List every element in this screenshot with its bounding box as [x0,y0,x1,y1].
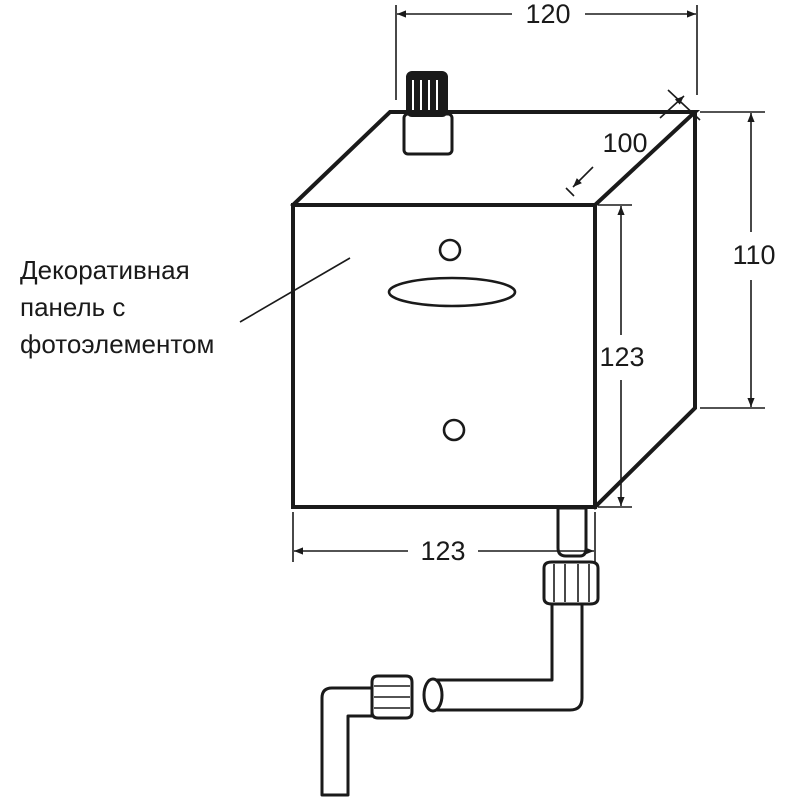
top-face [290,110,701,208]
callout-line-2: панель с [20,292,125,322]
sensor-window-group [387,238,517,442]
front-panel [291,203,597,509]
photo-sensor-window [387,276,517,308]
dimension-depth: 100 [565,89,701,197]
callout-line-1: Декоративная [20,255,190,285]
dimension-label-depth: 100 [602,128,647,158]
lower-indicator-hole [442,418,466,442]
dimension-label-bottom-width: 123 [420,536,465,566]
dimension-bottom-width: 123 [292,512,596,566]
dimension-back-height: 110 [700,111,776,409]
dimension-label-back-height: 110 [732,240,775,270]
dimension-top-width: 120 [395,0,698,100]
panel-callout: Декоративная панель с фотоэлементом [20,255,351,359]
callout-line-3: фотоэлементом [20,329,214,359]
top-inlet-fitting [402,71,454,156]
housing-box [290,110,701,510]
side-face [592,110,697,510]
callout-leader-line [239,257,351,323]
dimension-label-front-height: 123 [599,342,644,372]
outlet-pipe-assembly [320,506,600,797]
dimension-front-height: 123 [598,204,645,508]
upper-indicator-hole [438,238,462,262]
dimension-label-top-width: 120 [525,0,570,29]
